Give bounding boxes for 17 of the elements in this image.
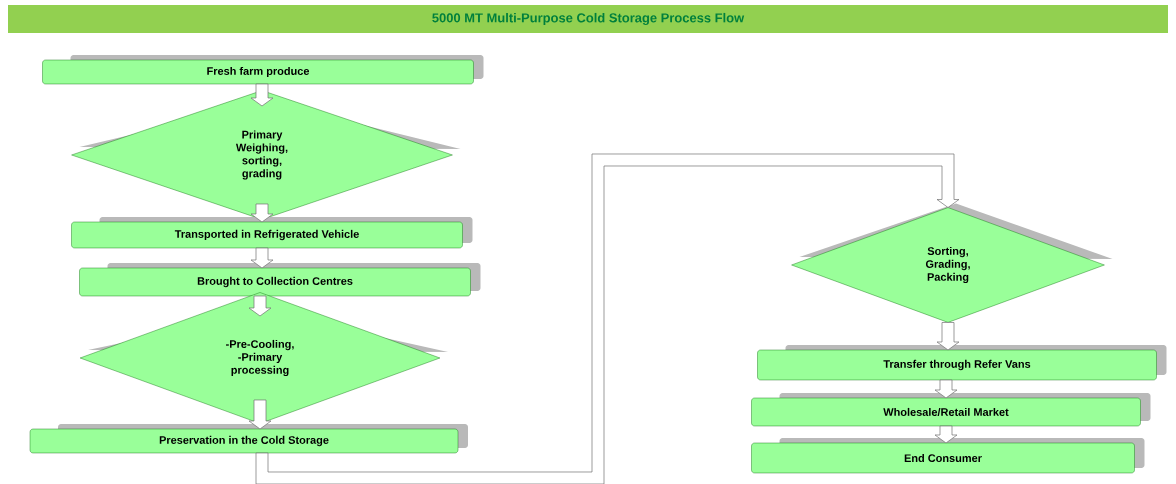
block-arrow	[248, 295, 272, 317]
process-box: Preservation in the Cold Storage	[29, 424, 468, 454]
process-box: Brought to Collection Centres	[79, 263, 481, 297]
process-box: End Consumer	[751, 438, 1145, 474]
block-arrow	[250, 247, 274, 269]
process-box: Wholesale/Retail Market	[751, 393, 1151, 427]
block-arrow	[250, 83, 274, 107]
process-box: Transported in Refrigerated Vehicle	[71, 217, 473, 249]
process-box: Transfer through Refer Vans	[757, 345, 1167, 381]
block-arrow	[936, 322, 960, 351]
process-box: Fresh farm produce	[42, 55, 484, 85]
block-arrow	[248, 399, 272, 430]
block-arrow	[934, 425, 958, 444]
title-band: 5000 MT Multi-Purpose Cold Storage Process Flow	[8, 5, 1168, 33]
block-arrow	[934, 379, 958, 399]
block-arrow	[250, 203, 274, 223]
block-arrow	[255, 153, 960, 484]
